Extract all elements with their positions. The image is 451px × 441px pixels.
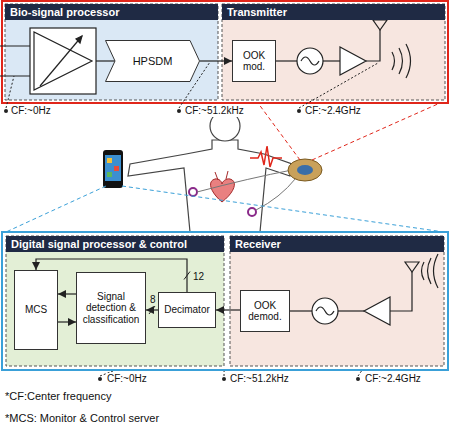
block-outline xyxy=(106,41,200,82)
block-label: Signal detection & classification xyxy=(79,291,143,326)
bus-slash xyxy=(149,306,155,314)
frequency-note: CF:~0Hz xyxy=(106,373,148,385)
footnote: *CF:Center frequency xyxy=(4,390,112,403)
bus-slash xyxy=(184,272,190,280)
block-label: OOK demod. xyxy=(243,300,287,323)
process-box: MCS xyxy=(14,270,58,350)
bus-width: 8 xyxy=(149,294,157,305)
panel-ground xyxy=(222,4,445,100)
person-figure xyxy=(103,111,322,232)
callout-lines xyxy=(6,103,444,232)
frequency-note: CF:~51.2kHz xyxy=(184,105,245,117)
rx-chain xyxy=(290,254,438,325)
bus-width: 12 xyxy=(192,271,205,282)
frequency-note: CF:~2.4GHz xyxy=(364,373,422,385)
footnote: *MCS: Monitor & Control server xyxy=(4,412,160,425)
process-box: Decimator xyxy=(158,292,216,328)
signal-arrow xyxy=(58,293,76,294)
panel-title: Bio-signal processor xyxy=(5,4,218,20)
block-label: OOK mod. xyxy=(235,50,273,73)
panel: TransmitterOOK mod. xyxy=(222,4,445,100)
panel: Bio-signal processorHPSDM xyxy=(5,4,218,100)
panel-title: Digital signal processor & control xyxy=(6,236,224,252)
panel-ground xyxy=(6,236,224,366)
block-label: HPSDM xyxy=(133,55,173,67)
signal-arrow xyxy=(200,60,232,61)
transmitter-enclosure xyxy=(2,1,448,103)
signal-arrow xyxy=(216,309,240,310)
panel: Digital signal processor & controlMCS Sig… xyxy=(6,236,224,366)
panel: ReceiverOOK demod. xyxy=(230,236,444,366)
process-box: OOK demod. xyxy=(240,290,290,332)
panel-ground xyxy=(5,4,218,100)
modulator-block: HPSDM xyxy=(105,40,200,82)
frequency-note: CF:~2.4GHz xyxy=(304,105,362,117)
signal-arrow xyxy=(58,321,76,322)
frequency-note: CF:~0Hz xyxy=(10,105,52,117)
receiver-enclosure xyxy=(2,232,448,370)
pga-symbol xyxy=(0,28,115,94)
tx-chain xyxy=(276,20,411,78)
frequency-note: CF:~51.2kHz xyxy=(229,373,290,385)
block-label: MCS xyxy=(25,304,47,316)
panel-title: Receiver xyxy=(230,236,444,252)
process-box: Signal detection & classification xyxy=(76,272,146,344)
panel-ground xyxy=(230,236,444,366)
panel-title: Transmitter xyxy=(222,4,445,20)
process-box: OOK mod. xyxy=(232,40,276,82)
block-label: Decimator xyxy=(164,304,210,316)
